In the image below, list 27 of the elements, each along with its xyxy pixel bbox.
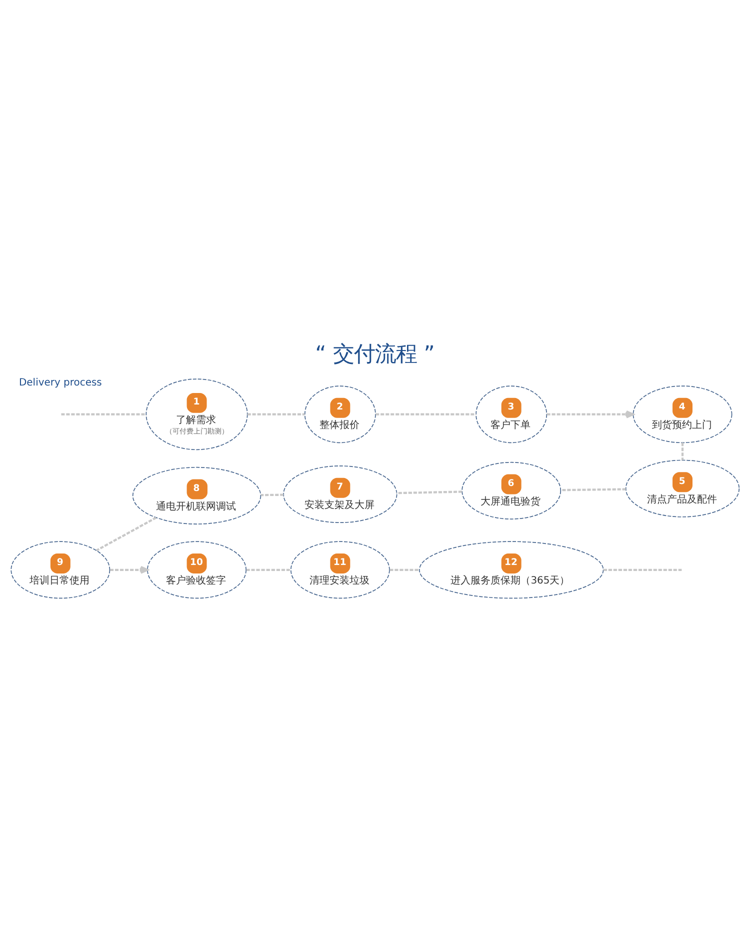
- node-ellipse: 5 清点产品及配件: [625, 459, 740, 517]
- connector: [261, 493, 284, 496]
- diagram-title: “ 交付流程 ”: [315, 341, 435, 366]
- connector: [246, 568, 291, 570]
- connector: [681, 442, 684, 460]
- node-ellipse: 12 进入服务质保期（365天）: [418, 540, 604, 598]
- connector: [376, 412, 476, 415]
- connector: [96, 516, 157, 551]
- node-ellipse: 3 客户下单: [476, 385, 548, 443]
- connector: [396, 490, 462, 494]
- arrow: [546, 410, 634, 418]
- node-ellipse: 1 了解需求 （可付费上门勘测）: [146, 378, 248, 450]
- node-ellipse: 2 整体报价: [304, 385, 376, 443]
- connector: [390, 568, 420, 570]
- node-ellipse: 6 大屏通电验货: [462, 461, 562, 519]
- node-ellipse: 9 培训日常使用: [10, 540, 110, 598]
- connector: [560, 488, 626, 491]
- label: Delivery process: [18, 377, 102, 388]
- arrow: [110, 565, 148, 574]
- connector: [247, 412, 305, 415]
- connector: [603, 568, 682, 570]
- node-ellipse: 10 客户验收签字: [147, 540, 246, 598]
- node-ellipse: 8 通电开机联网调试: [132, 466, 262, 524]
- connector: [61, 412, 146, 415]
- node-ellipse: 4 到货预约上门: [632, 385, 732, 443]
- node-ellipse: 7 安装支架及大屏: [283, 465, 398, 523]
- node-ellipse: 11 清理安装垃圾: [290, 540, 390, 598]
